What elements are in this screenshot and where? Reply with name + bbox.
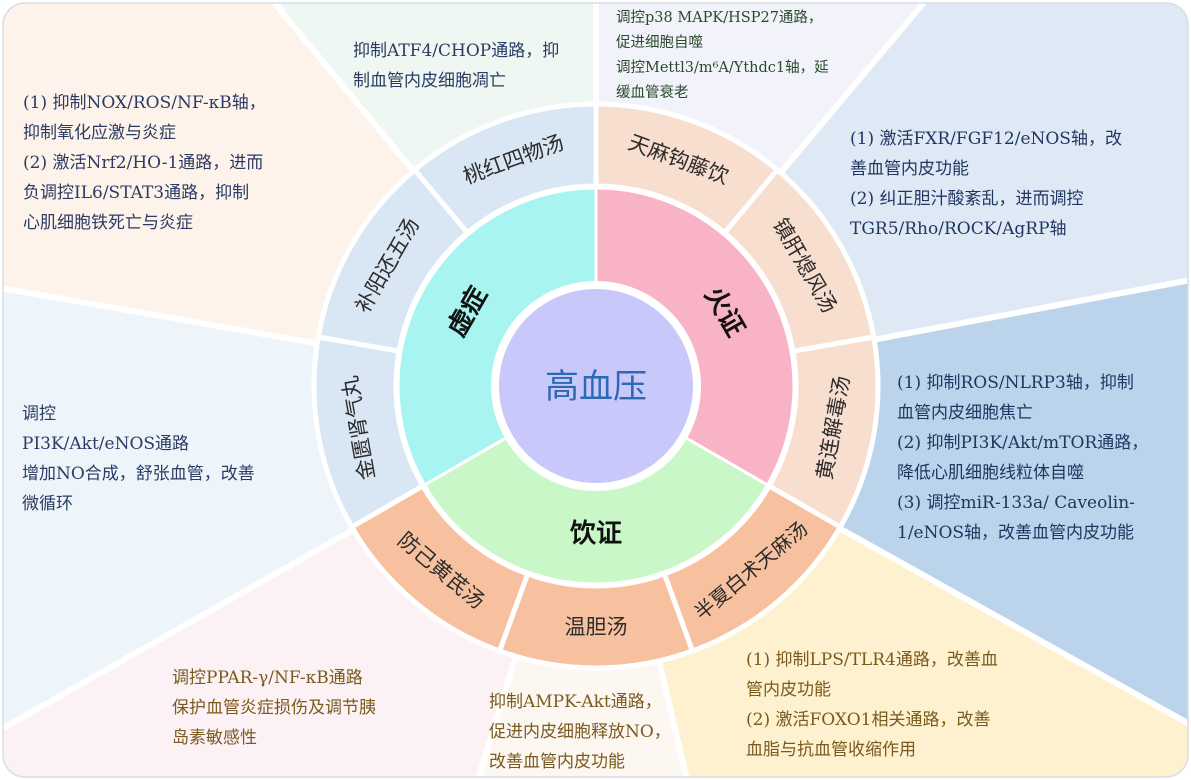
mechanism-tianma: 调控p38 MAPK/HSP27通路， 促进细胞自噬 调控Mettl3/m⁶A/… (616, 10, 829, 101)
mechanism-wendan: 抑制AMPK-Akt通路， 促进内皮细胞释放NO， 改善血管内皮功能 (489, 692, 671, 772)
mechanism-huanglian: (1) 抑制ROS/NLRP3轴，抑制 血管内皮细胞焦亡 (2) 抑制PI3K/… (897, 373, 1149, 543)
center-circle (499, 289, 693, 483)
syndrome-yinzheng-label: 饮证 (569, 519, 622, 549)
formula-jingui-wedge (311, 334, 427, 531)
mechanism-zhengan: (1) 激活FXR/FGF12/eNOS轴，改 善血管内皮功能 (2) 纠正胆汁… (850, 129, 1122, 239)
mechanism-buyang: (1) 抑制NOX/ROS/NF-κB轴， 抑制氧化应激与炎症 (2) 激活Nr… (23, 93, 266, 233)
syndrome-ring: 虚症火证饮证 (396, 186, 796, 586)
formula-wendan-label: 温胆汤 (565, 615, 628, 639)
formula-ring: 桃红四物汤补阳还五汤金匮肾气丸天麻钩藤饮镇肝熄风汤黄连解毒汤半夏白术天麻汤温胆汤… (311, 101, 881, 671)
formula-fangji-wedge (348, 482, 531, 655)
mechanism-taohong: 抑制ATF4/CHOP通路，抑 制血管内皮细胞凋亡 (353, 41, 560, 91)
formula-buyang-wedge (315, 166, 471, 355)
mechanism-jingui: 调控 PI3K/Akt/eNOS通路 增加NO合成，舒张血管，改善 微循环 (22, 404, 255, 514)
mechanism-banxia: (1) 抑制LPS/TLR4通路，改善血 管内皮功能 (2) 激活FOXO1相关… (746, 650, 998, 760)
mechanism-fangji: 调控PPAR-γ/NF-κB通路 保护血管炎症损伤及调节胰 岛素敏感性 (172, 668, 376, 748)
center-title: 高血压 (545, 367, 647, 407)
